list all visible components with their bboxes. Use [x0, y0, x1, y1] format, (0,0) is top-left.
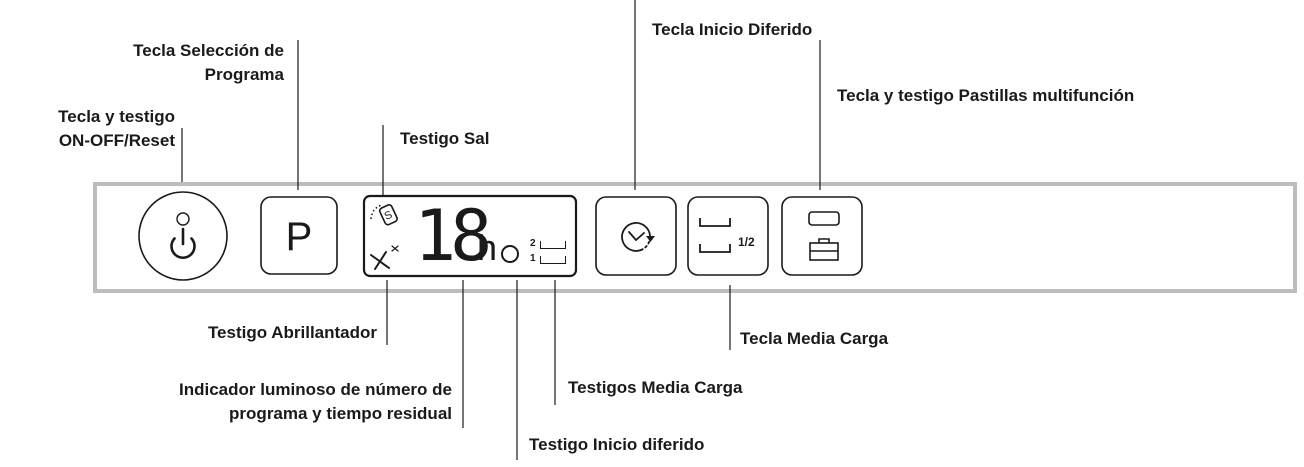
label-program-select-line1: Tecla Selección de [133, 41, 284, 60]
label-program-select: Tecla Selección de Programa [133, 39, 284, 87]
display-digits: 18 [414, 195, 492, 277]
half-load-fraction: 1/2 [738, 235, 755, 249]
on-off-key[interactable] [138, 191, 228, 281]
program-key-glyph: P [286, 215, 313, 259]
label-on-off: Tecla y testigo ON-OFF/Reset [58, 105, 175, 153]
delay-start-key[interactable] [595, 196, 677, 276]
label-on-off-line2: ON-OFF/Reset [58, 131, 175, 150]
display-half-load-bottom [540, 256, 566, 264]
display-level-top: 2 [530, 238, 536, 249]
lcd-display: S [362, 194, 578, 278]
tablets-key[interactable] [781, 196, 863, 276]
display-unit: h [477, 227, 498, 268]
panel-frame [93, 182, 1297, 293]
label-delay-light: Testigo Inicio diferido [529, 435, 705, 454]
program-key[interactable]: P [260, 196, 338, 275]
display-level-bottom: 1 [530, 253, 536, 264]
leader-lines [181, 0, 821, 460]
tablet-icon [809, 238, 839, 261]
label-salt: Testigo Sal [400, 129, 490, 148]
tablets-indicator-light [808, 211, 840, 226]
svg-text:S: S [383, 209, 395, 223]
clock-delay-icon [621, 222, 655, 252]
label-on-off-line1: Tecla y testigo [58, 107, 175, 126]
label-program-display-line2: programa y tiempo residual [229, 404, 452, 423]
salt-icon: S [370, 204, 398, 226]
half-load-key[interactable]: 1/2 [687, 196, 769, 276]
label-tablets: Tecla y testigo Pastillas multifunción [837, 86, 1135, 105]
power-icon [170, 227, 196, 259]
on-off-indicator-light [176, 212, 190, 226]
label-program-display: Indicador luminoso de número de programa… [179, 378, 452, 426]
label-program-display-line1: Indicador luminoso de número de [179, 380, 452, 399]
label-half-load-lights: Testigos Media Carga [568, 378, 743, 397]
label-program-select-line2: Programa [204, 65, 284, 84]
label-delay-key: Tecla Inicio Diferido [652, 20, 813, 39]
half-load-icon [699, 218, 731, 253]
label-half-load-key: Tecla Media Carga [740, 329, 889, 348]
label-rinse-aid: Testigo Abrillantador [207, 323, 377, 342]
display-half-load-top [540, 241, 566, 249]
rinse-aid-icon [370, 245, 399, 270]
display-delay-icon [501, 245, 519, 263]
